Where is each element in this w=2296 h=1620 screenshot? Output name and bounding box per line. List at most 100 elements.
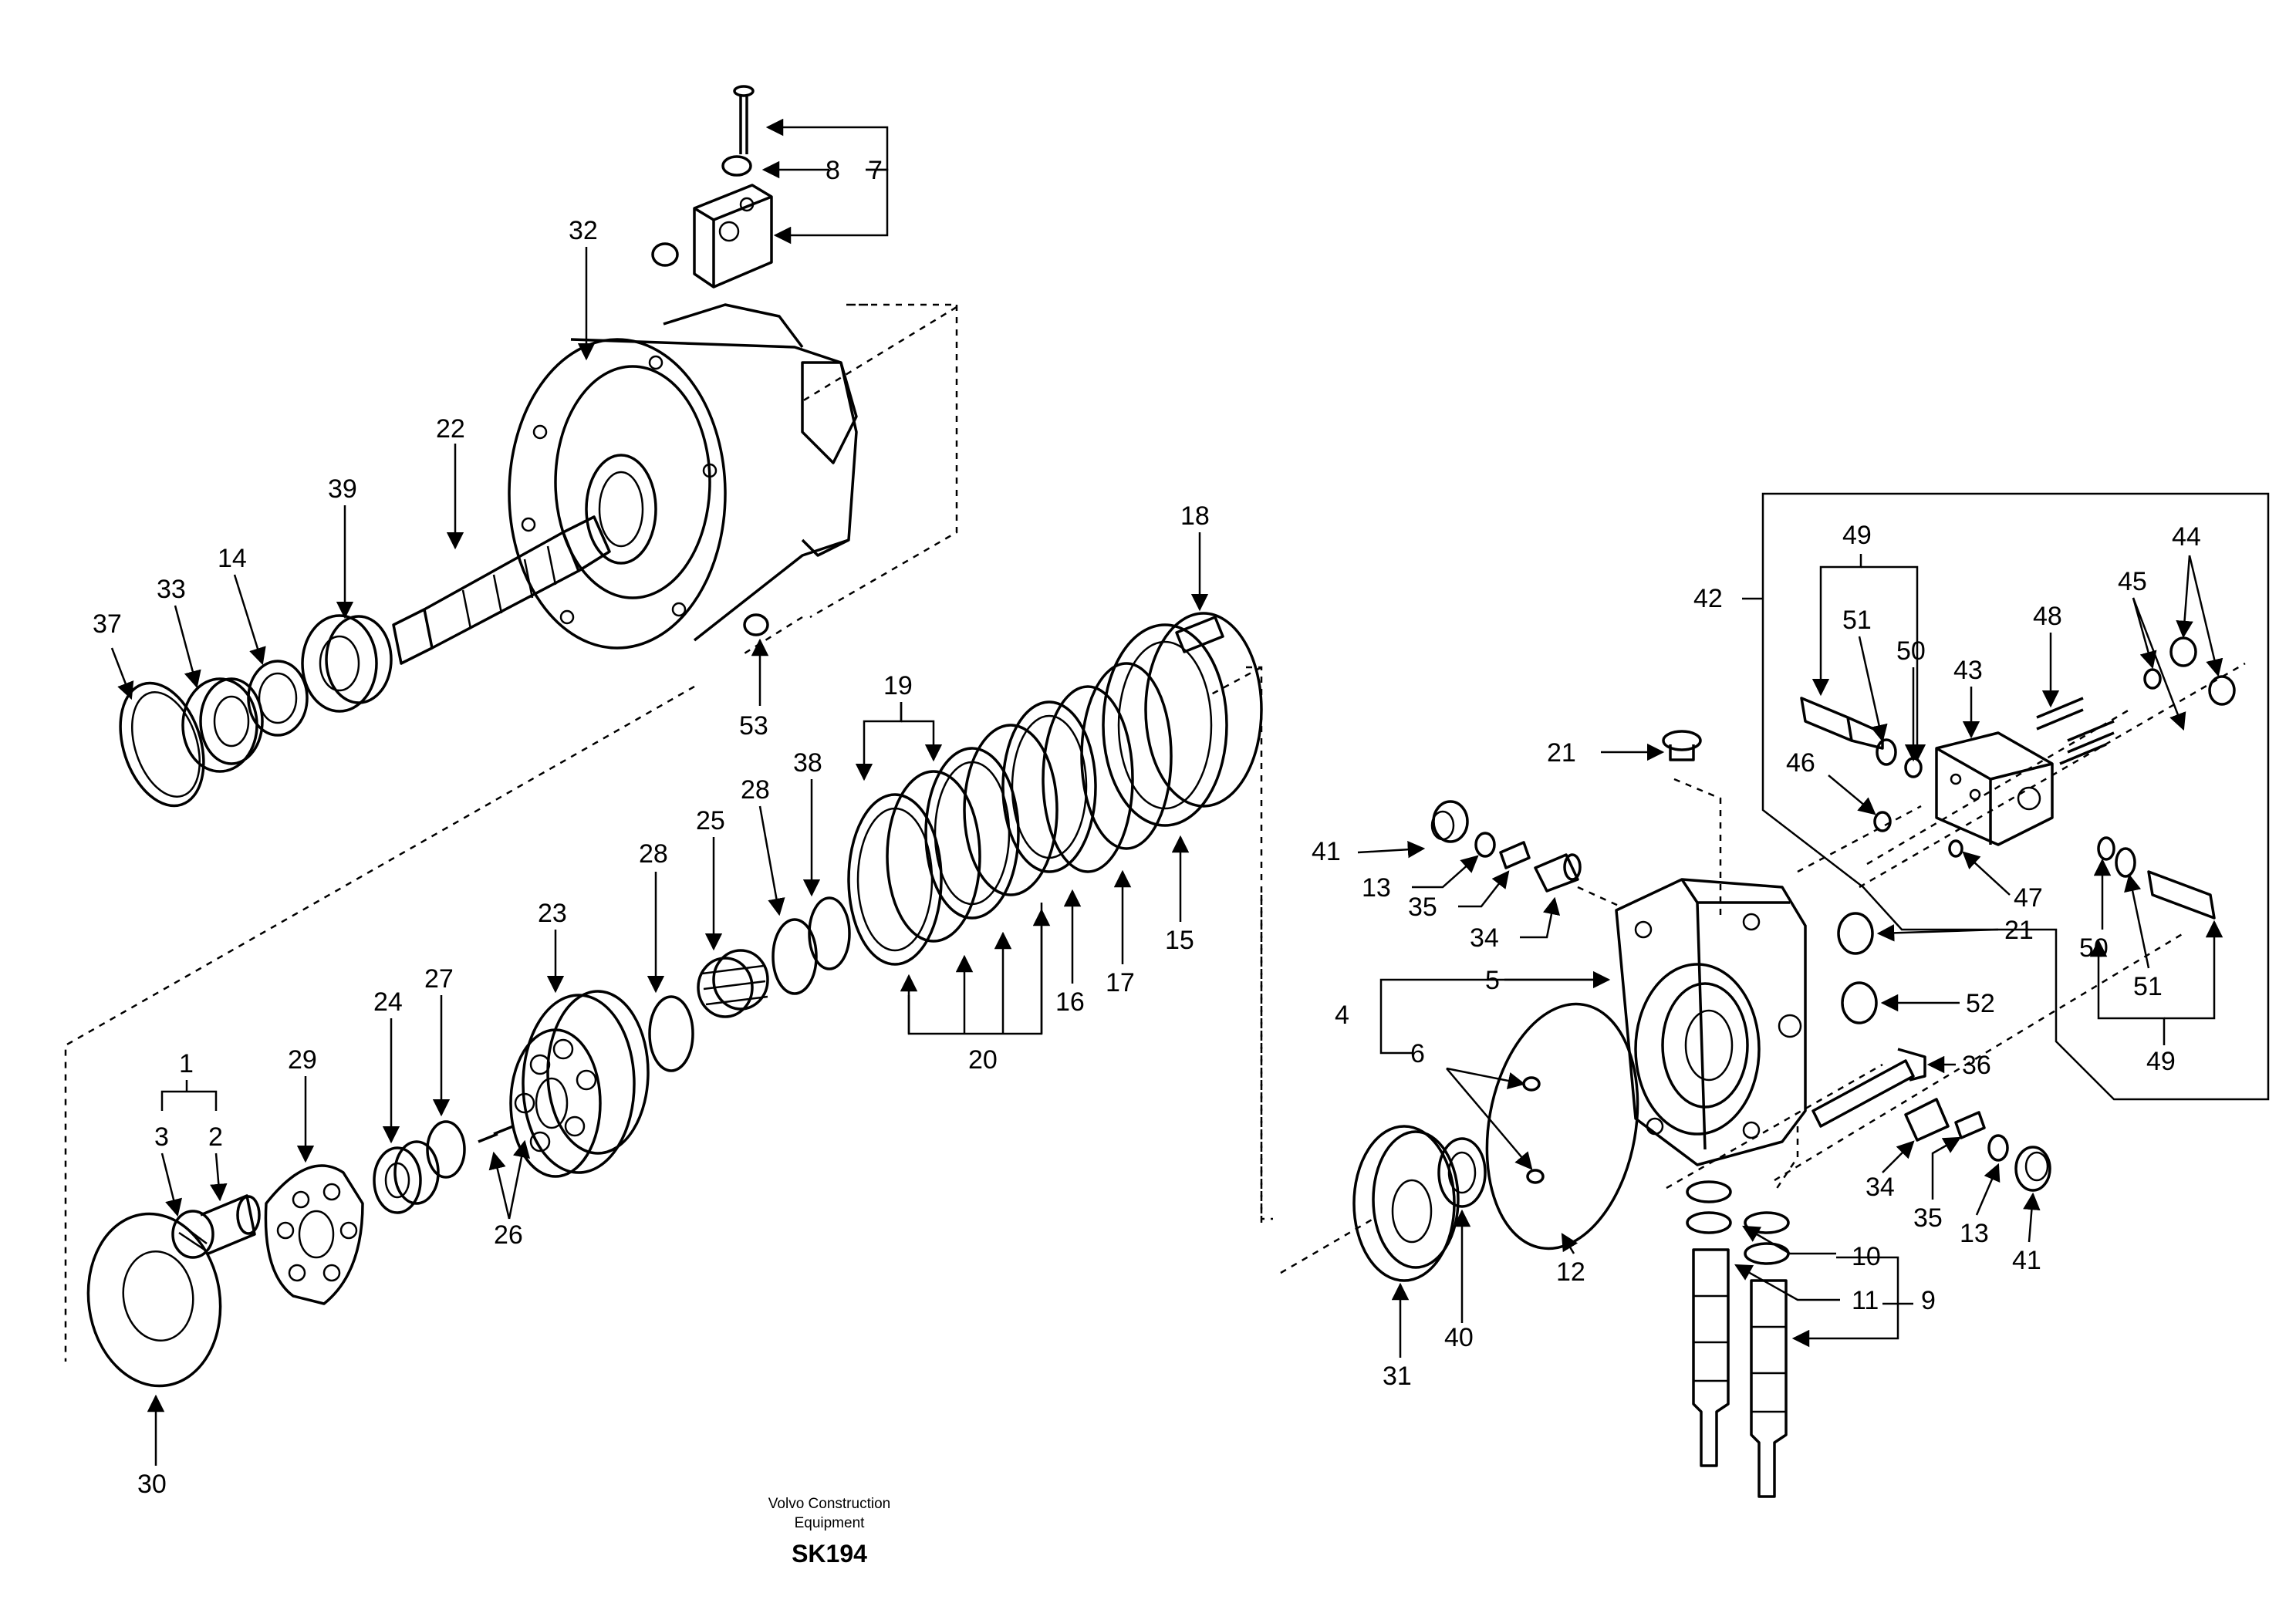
callout-35b: 35 bbox=[1913, 1203, 1943, 1233]
part-45-rings bbox=[2143, 668, 2162, 690]
part-50-ring-a bbox=[1904, 757, 1923, 778]
callout-29: 29 bbox=[288, 1045, 317, 1075]
callout-23: 23 bbox=[538, 899, 567, 928]
part-6-pins bbox=[1522, 1076, 1545, 1184]
callout-48: 48 bbox=[2033, 602, 2062, 631]
part-14-ring bbox=[247, 660, 309, 737]
callout-47: 47 bbox=[2014, 883, 2043, 913]
part-30-plate bbox=[86, 1212, 222, 1388]
part-13-ring-b bbox=[1987, 1134, 2009, 1162]
callout-52: 52 bbox=[1966, 989, 1995, 1018]
callout-36: 36 bbox=[1962, 1051, 1991, 1080]
callout-14: 14 bbox=[218, 544, 247, 573]
part-37-snap-ring bbox=[119, 681, 205, 808]
part-28-ring-b bbox=[772, 918, 818, 995]
callout-49a: 49 bbox=[1842, 521, 1872, 550]
part-43-valve-block bbox=[1935, 731, 2054, 846]
part-7-valve-block bbox=[651, 85, 773, 289]
callout-31: 31 bbox=[1383, 1362, 1412, 1391]
part-28-ring-a bbox=[648, 995, 694, 1072]
part-35-spring-a bbox=[1499, 841, 1531, 869]
callout-49b: 49 bbox=[2146, 1047, 2176, 1076]
callout-43: 43 bbox=[1953, 656, 1983, 685]
part-24-bush bbox=[373, 1140, 440, 1214]
callout-3: 3 bbox=[154, 1122, 169, 1152]
part-22-shaft bbox=[392, 515, 611, 665]
callout-13a: 13 bbox=[1362, 873, 1391, 903]
part-10-11-rings bbox=[1686, 1180, 1790, 1265]
part-34-spool-b bbox=[1904, 1098, 1950, 1142]
callout-11: 11 bbox=[1852, 1286, 1879, 1315]
part-31-valve-plate bbox=[1352, 1125, 1460, 1282]
part-41-plug-b bbox=[2014, 1146, 2051, 1192]
part-53-plug bbox=[743, 613, 769, 636]
part-40-bearing bbox=[1437, 1137, 1487, 1208]
part-50-ring-b bbox=[2097, 836, 2115, 861]
callout-34a: 34 bbox=[1470, 923, 1499, 953]
part-39-bearing bbox=[301, 614, 393, 713]
callout-26: 26 bbox=[494, 1220, 523, 1250]
part-18-spring bbox=[1175, 616, 1224, 653]
caption-code: SK194 bbox=[792, 1540, 867, 1568]
callout-2: 2 bbox=[208, 1122, 223, 1152]
callout-16: 16 bbox=[1055, 987, 1085, 1017]
part-34-spool-a bbox=[1534, 853, 1582, 893]
callout-6: 6 bbox=[1410, 1039, 1425, 1068]
part-15-brake-piston bbox=[1102, 612, 1263, 827]
callout-21b: 21 bbox=[2004, 916, 2034, 945]
callout-51a: 51 bbox=[1842, 606, 1872, 635]
callout-9: 9 bbox=[1921, 1286, 1936, 1315]
callout-40: 40 bbox=[1444, 1323, 1474, 1352]
callout-42: 42 bbox=[1693, 584, 1723, 613]
part-35-spring-b bbox=[1954, 1111, 1986, 1139]
callout-41a: 41 bbox=[1312, 837, 1341, 866]
part-52-plug bbox=[1841, 981, 1878, 1024]
part-2-piston bbox=[200, 1194, 261, 1255]
part-21-plug-side bbox=[1837, 912, 1874, 955]
part-44-plugs bbox=[2169, 636, 2236, 706]
part-49-relief-valve-a bbox=[1800, 697, 1884, 750]
callout-51b: 51 bbox=[2133, 972, 2163, 1001]
callout-50b: 50 bbox=[2079, 933, 2109, 963]
part-47-ring bbox=[1948, 839, 1963, 858]
callout-17: 17 bbox=[1106, 968, 1135, 997]
callout-13b: 13 bbox=[1960, 1219, 1989, 1248]
part-51-ring-a bbox=[1876, 738, 1897, 766]
callout-25: 25 bbox=[696, 806, 725, 835]
callout-39: 39 bbox=[328, 474, 357, 504]
callout-41b: 41 bbox=[2012, 1246, 2041, 1275]
diagram-caption: Volvo Construction Equipment SK194 bbox=[768, 1496, 890, 1568]
part-41-plug-a bbox=[1430, 800, 1469, 843]
callout-18: 18 bbox=[1180, 501, 1210, 531]
part-16-ring bbox=[1042, 685, 1134, 873]
part-48-bolts bbox=[2036, 697, 2115, 765]
callout-1: 1 bbox=[179, 1049, 194, 1078]
callout-20: 20 bbox=[968, 1045, 998, 1075]
caption-maker: Volvo Construction bbox=[768, 1496, 890, 1512]
callout-15: 15 bbox=[1165, 926, 1194, 955]
caption-maker-line2: Equipment bbox=[795, 1515, 866, 1531]
part-17-ring bbox=[1080, 662, 1173, 850]
leader-lines bbox=[110, 118, 2223, 1466]
callout-24: 24 bbox=[373, 987, 403, 1017]
part-21-plug-top bbox=[1662, 730, 1702, 761]
kit-42-bracket bbox=[1761, 492, 2270, 1101]
callout-12: 12 bbox=[1556, 1257, 1585, 1287]
callout-50a: 50 bbox=[1896, 636, 1926, 666]
callout-21a: 21 bbox=[1547, 738, 1576, 768]
part-4-5-valve-cover bbox=[1615, 878, 1807, 1166]
part-29-retainer bbox=[264, 1164, 364, 1305]
callout-44: 44 bbox=[2172, 522, 2201, 552]
part-36-bolt bbox=[1811, 1048, 1926, 1128]
part-3-spring bbox=[171, 1210, 214, 1259]
callout-34b: 34 bbox=[1866, 1173, 1895, 1202]
callout-38: 38 bbox=[793, 748, 822, 778]
callout-22: 22 bbox=[436, 414, 465, 444]
part-51-ring-b bbox=[2115, 847, 2136, 878]
part-9-spools bbox=[1692, 1248, 1788, 1498]
part-26-pins bbox=[478, 1125, 514, 1143]
part-25-spring bbox=[697, 949, 769, 1018]
part-32-housing bbox=[508, 303, 858, 650]
callout-45: 45 bbox=[2118, 567, 2147, 596]
